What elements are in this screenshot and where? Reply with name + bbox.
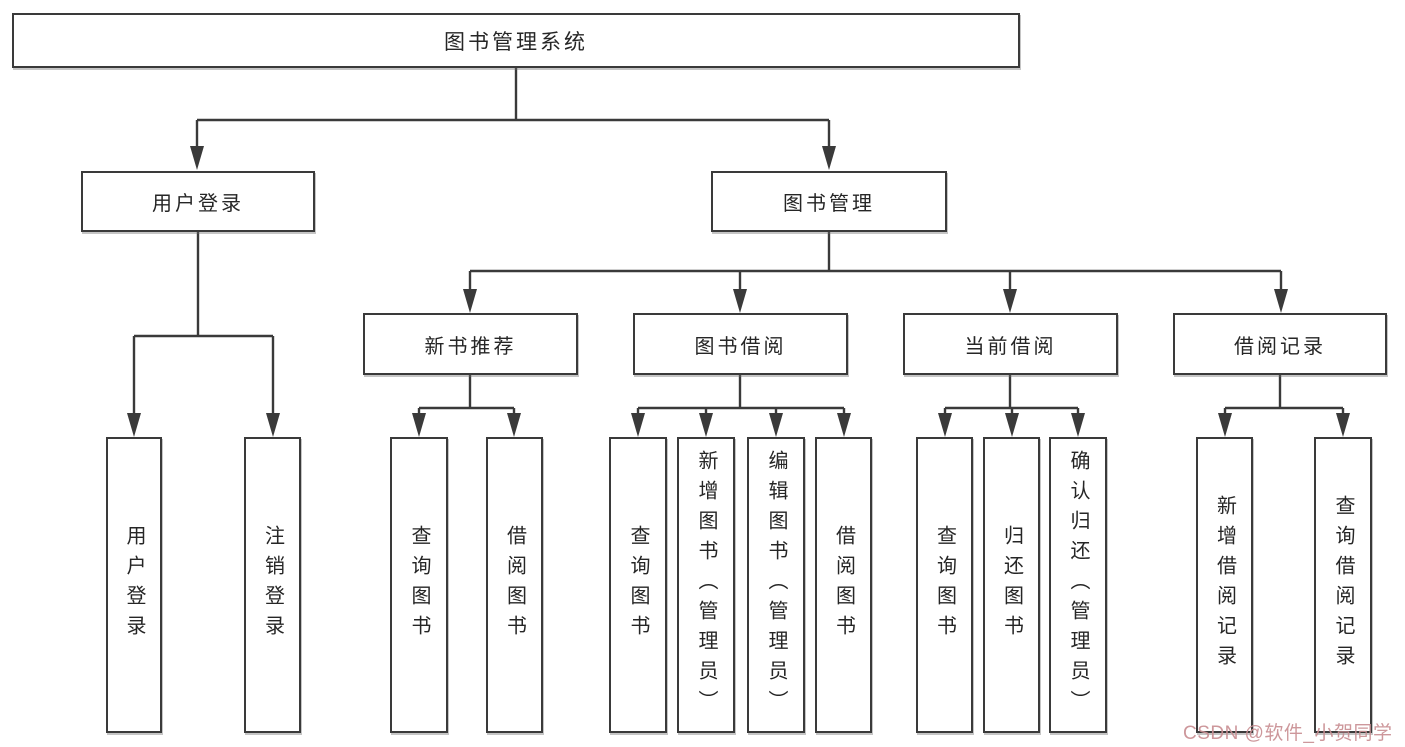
leaf-edit-book-admin: 编辑图书（管理员） <box>747 437 805 733</box>
leaf-query-borrow-record: 查询借阅记录 <box>1314 437 1372 733</box>
node-borrow-record: 借阅记录 <box>1173 313 1387 375</box>
node-current-borrow: 当前借阅 <box>903 313 1118 375</box>
leaf-add-book-admin: 新增图书（管理员） <box>677 437 735 733</box>
leaf-query-book-1: 查询图书 <box>390 437 448 733</box>
node-new-book-recommend: 新书推荐 <box>363 313 578 375</box>
watermark-text: CSDN @软件_小贺同学 <box>1183 723 1393 744</box>
node-user-login: 用户登录 <box>81 171 315 232</box>
leaf-query-book-2: 查询图书 <box>609 437 667 733</box>
node-book-borrow: 图书借阅 <box>633 313 848 375</box>
leaf-borrow-book-2: 借阅图书 <box>815 437 872 733</box>
leaf-confirm-return-admin: 确认归还（管理员） <box>1049 437 1107 733</box>
leaf-return-book: 归还图书 <box>983 437 1040 733</box>
leaf-logout-login: 注销登录 <box>244 437 301 733</box>
leaf-borrow-book-1: 借阅图书 <box>486 437 543 733</box>
leaf-user-login: 用户登录 <box>106 437 162 733</box>
leaf-query-book-3: 查询图书 <box>916 437 973 733</box>
node-library-system: 图书管理系统 <box>12 13 1020 68</box>
leaf-add-borrow-record: 新增借阅记录 <box>1196 437 1253 733</box>
node-book-management: 图书管理 <box>711 171 947 232</box>
